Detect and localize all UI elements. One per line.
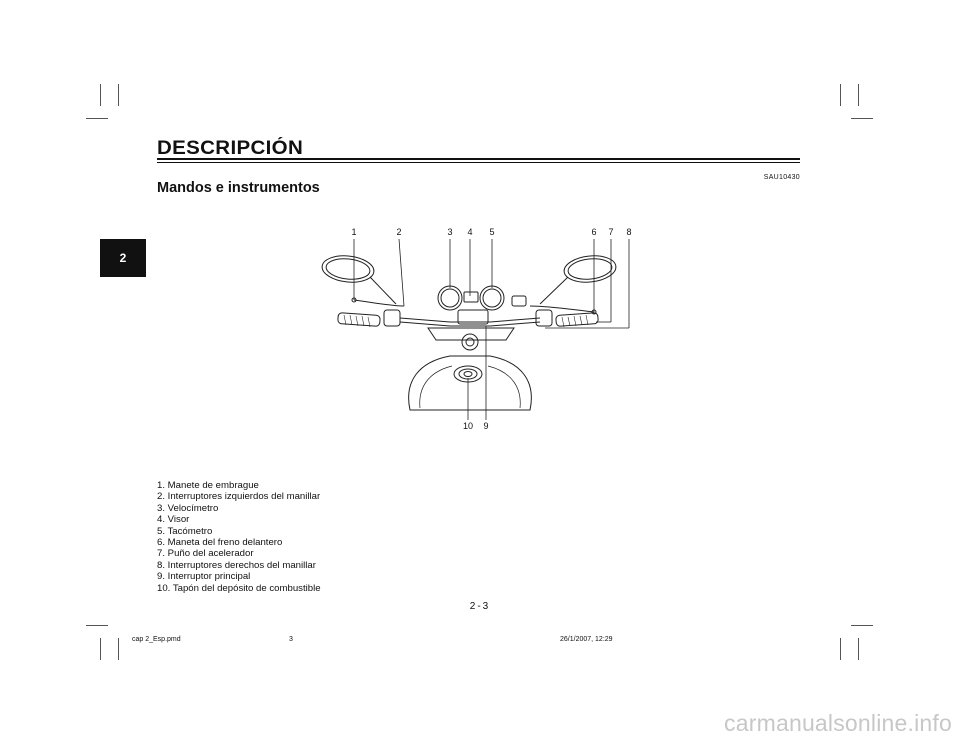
footer-date: 26/1/2007, 12:29 bbox=[560, 636, 613, 643]
callout-10: 10 bbox=[463, 421, 473, 431]
crop-mark bbox=[100, 84, 101, 106]
callout-4: 4 bbox=[467, 227, 472, 237]
legend-item: 7. Puño del acelerador bbox=[157, 548, 254, 560]
legend-list: 1. Manete de embrague 2. Interruptores i… bbox=[157, 480, 321, 594]
legend-item: 8. Interruptores derechos del manillar bbox=[157, 559, 316, 571]
crop-mark bbox=[100, 638, 101, 660]
crop-mark bbox=[840, 84, 841, 106]
callout-2: 2 bbox=[396, 227, 401, 237]
callout-7: 7 bbox=[608, 227, 613, 237]
callout-1: 1 bbox=[351, 227, 356, 237]
crop-mark bbox=[86, 118, 108, 119]
crop-mark bbox=[118, 638, 119, 660]
legend-item: 9. Interruptor principal bbox=[157, 571, 251, 583]
callout-9: 9 bbox=[483, 421, 488, 431]
crop-mark bbox=[840, 638, 841, 660]
handlebar-illustration: 1 2 3 4 5 6 7 8 10 9 bbox=[321, 227, 632, 431]
callout-8: 8 bbox=[626, 227, 631, 237]
crop-mark bbox=[858, 638, 859, 660]
crop-mark bbox=[858, 84, 859, 106]
crop-mark bbox=[851, 118, 873, 119]
crop-mark bbox=[86, 625, 108, 626]
legend-item: 1. Manete de embrague bbox=[157, 480, 259, 491]
legend-item: 5. Tacómetro bbox=[157, 525, 213, 537]
header-rule-thin bbox=[157, 162, 800, 163]
callout-3: 3 bbox=[447, 227, 452, 237]
legend-item: 6. Maneta del freno delantero bbox=[157, 537, 283, 549]
crop-mark bbox=[118, 84, 119, 106]
footer-page: 3 bbox=[289, 636, 293, 643]
footer-filename: cap 2_Esp.pmd bbox=[132, 636, 181, 643]
header-rule bbox=[157, 158, 800, 160]
reference-code: SAU10430 bbox=[763, 174, 800, 181]
callout-6: 6 bbox=[591, 227, 596, 237]
chapter-tab: 2 bbox=[100, 239, 146, 277]
callout-5: 5 bbox=[489, 227, 494, 237]
page-number: 2-3 bbox=[469, 601, 491, 612]
watermark: carmanualsonline.info bbox=[0, 710, 960, 737]
legend-item: 4. Visor bbox=[157, 514, 190, 526]
legend-item: 2. Interruptores izquierdos del manillar bbox=[157, 491, 321, 503]
legend-item: 10. Tapón del depósito de combustible bbox=[157, 582, 321, 594]
watermark-text: carmanualsonline.info bbox=[724, 710, 952, 736]
legend-item: 3. Velocímetro bbox=[157, 502, 219, 514]
crop-mark bbox=[851, 625, 873, 626]
section-subtitle: Mandos e instrumentos bbox=[157, 180, 320, 196]
page-title: DESCRIPCIÓN bbox=[157, 138, 304, 159]
